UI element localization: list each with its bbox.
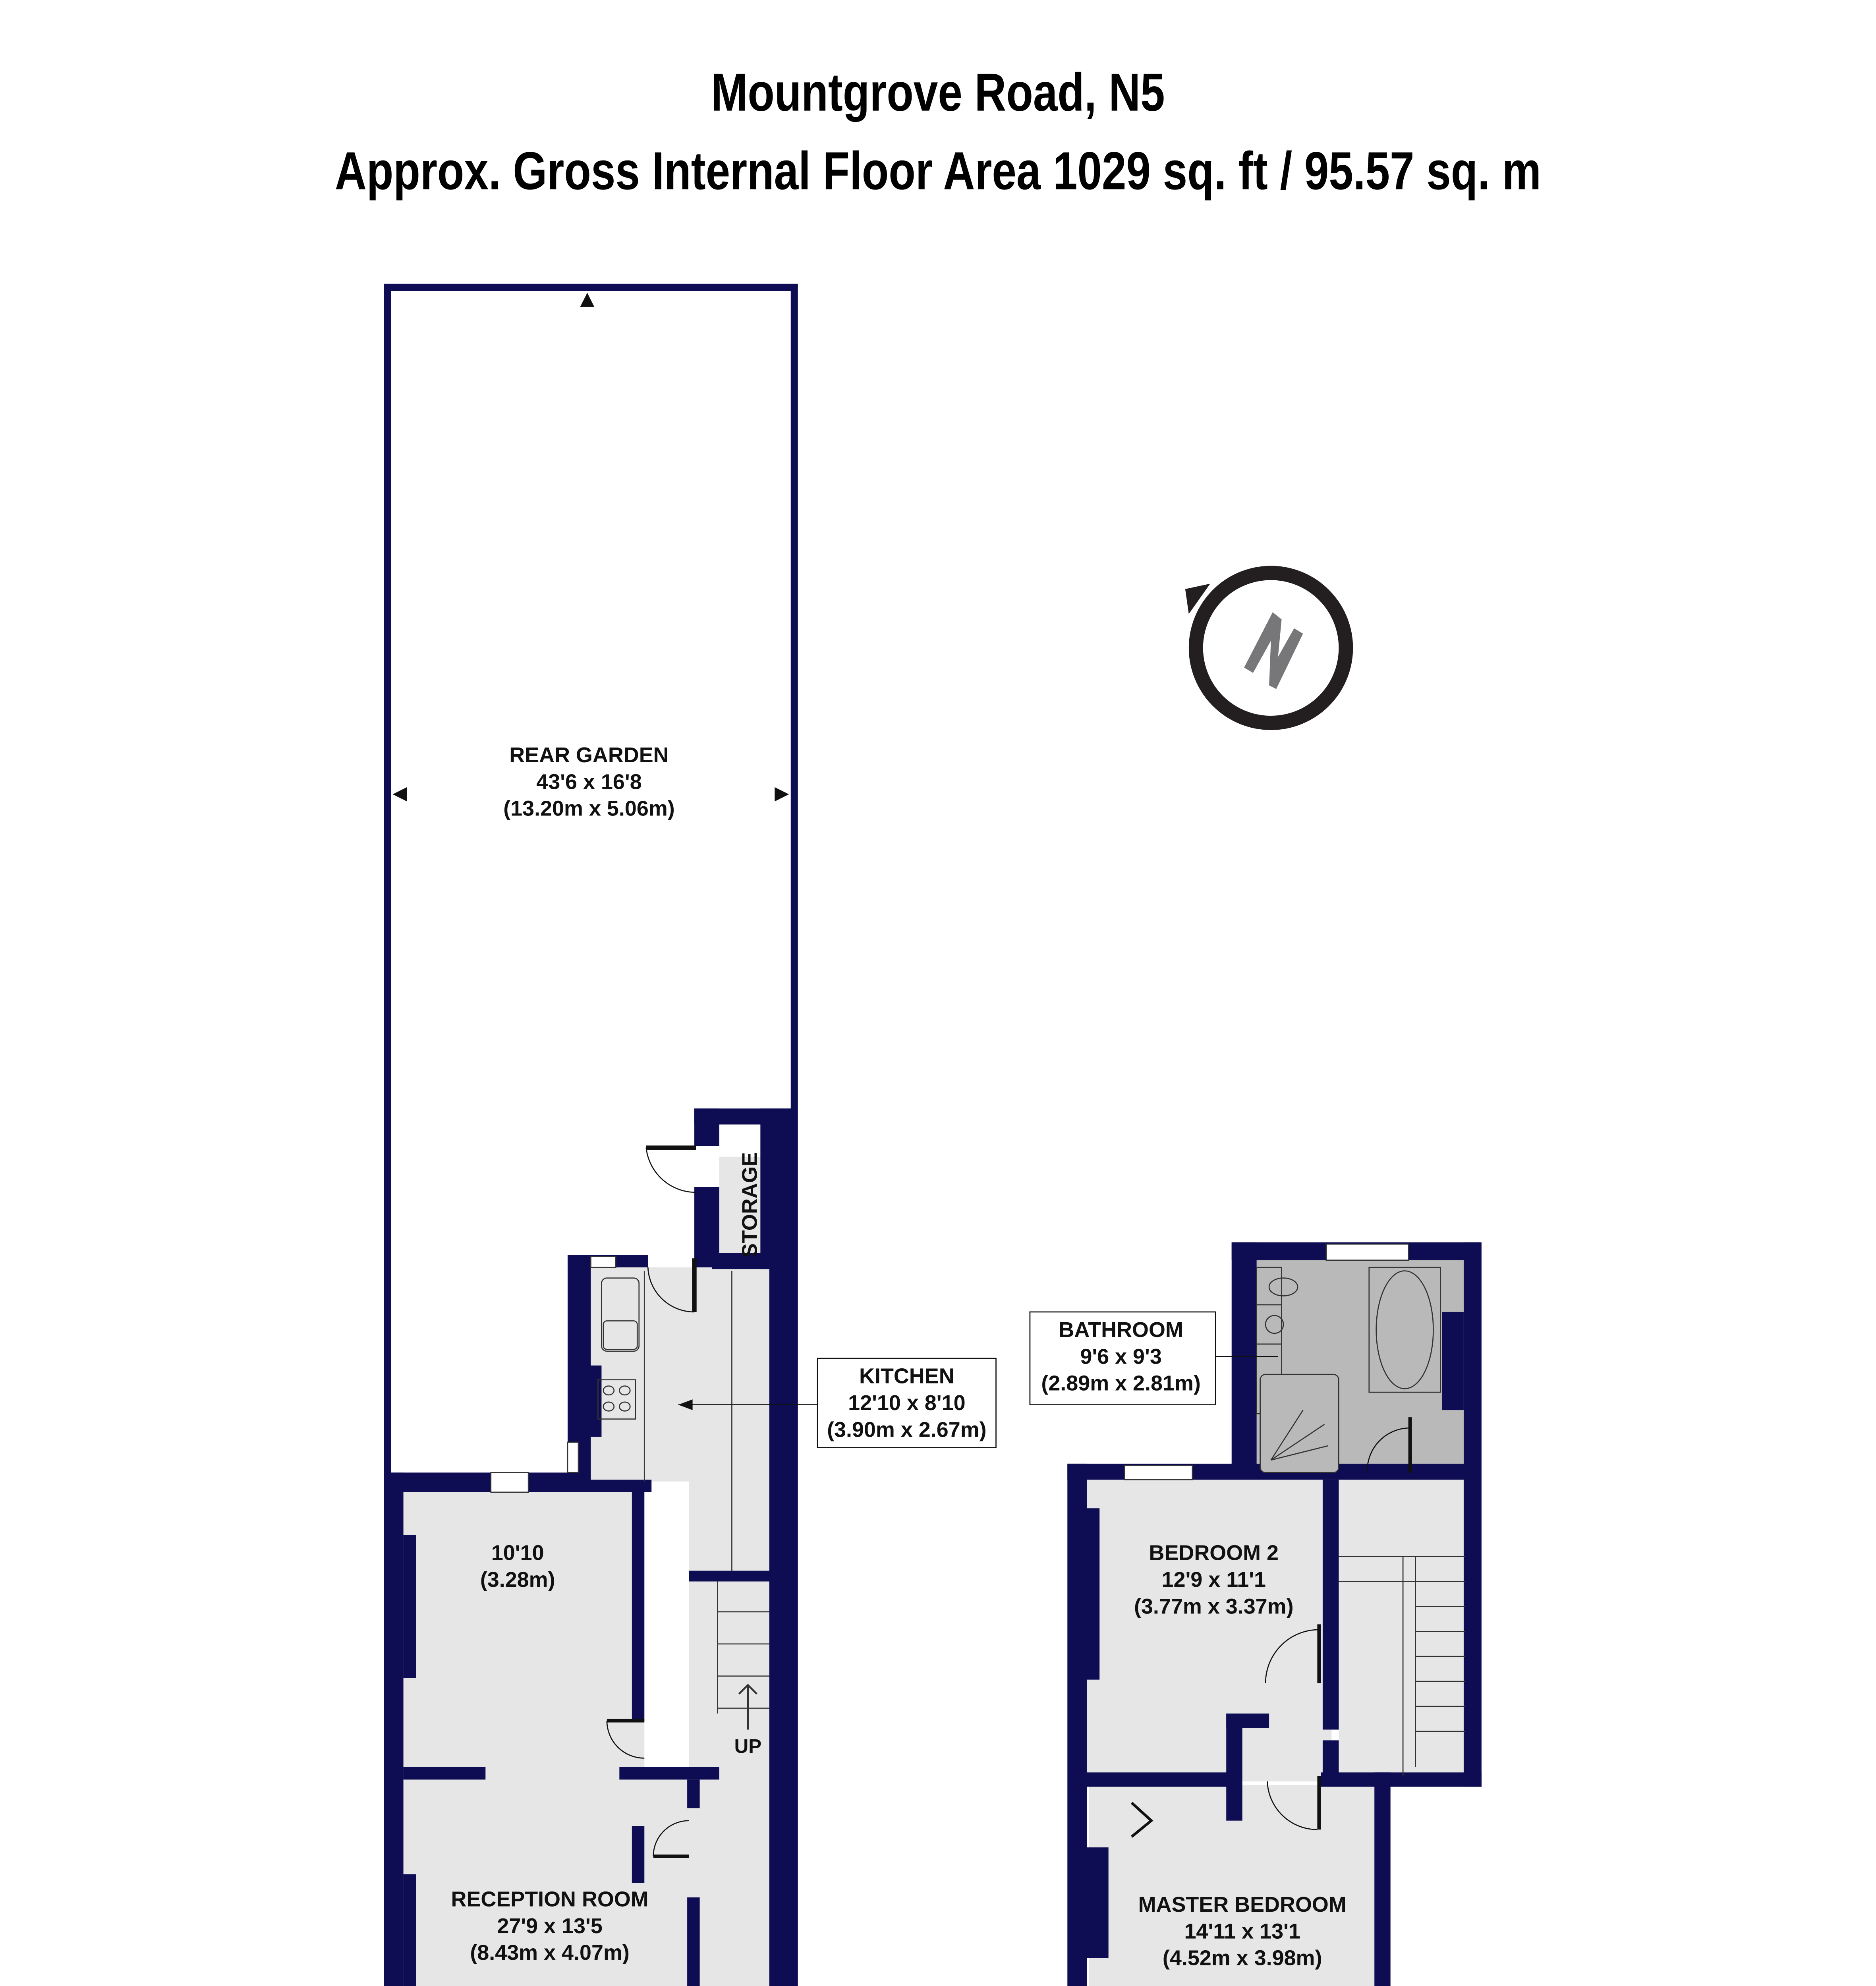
room-label-master-bedroom: MASTER BEDROOM xyxy=(1138,1893,1347,1916)
room-dim-kitchen: 12'10 x 8'10 xyxy=(848,1391,965,1415)
ground-floor-plan: REAR GARDEN 43'6 x 16'8 (13.20m x 5.06m)… xyxy=(384,284,997,1986)
room-metric-bedroom-2: (3.77m x 3.37m) xyxy=(1134,1594,1294,1618)
ground-floor-stairs xyxy=(717,1581,769,1730)
north-arrow-icon xyxy=(1185,566,1353,730)
ground-floor-rooms xyxy=(403,1156,784,1986)
room-label-storage: STORAGE xyxy=(738,1152,761,1258)
room-label-kitchen: KITCHEN xyxy=(859,1364,954,1388)
bathroom-fittings xyxy=(1256,1267,1441,1473)
basin-icon xyxy=(1265,1315,1284,1334)
stairs-up-label: UP xyxy=(734,1735,762,1757)
room-dim-rear-garden: 43'6 x 16'8 xyxy=(536,770,641,794)
room-metric-rear-garden: (13.20m x 5.06m) xyxy=(503,797,675,821)
kitchen-label-box: KITCHEN 12'10 x 8'10 (3.90m x 2.67m) xyxy=(817,1358,997,1448)
room-dim-bedroom-2: 12'9 x 11'1 xyxy=(1162,1568,1266,1592)
room-metric-bathroom: (2.89m x 2.81m) xyxy=(1041,1372,1201,1395)
first-floor-stairs xyxy=(1339,1556,1466,1776)
room-dim-master-bedroom: 14'11 x 13'1 xyxy=(1184,1919,1300,1943)
first-floor-plan: BATHROOM 9'6 x 9'3 (2.89m x 2.81m) BEDRO… xyxy=(1029,1242,1482,1986)
room-metric-reception: (8.43m x 4.07m) xyxy=(470,1941,630,1965)
rear-garden xyxy=(384,284,798,1986)
toilet-icon xyxy=(1268,1277,1298,1296)
first-floor-doors xyxy=(1130,1417,1412,1838)
room-dim-bathroom: 9'6 x 9'3 xyxy=(1080,1345,1162,1368)
page-subtitle: Approx. Gross Internal Floor Area 1029 s… xyxy=(335,143,1541,202)
room-dim-middle-room: 10'10 xyxy=(491,1541,544,1565)
bath-icon xyxy=(1376,1270,1434,1389)
room-dim-reception: 27'9 x 13'5 xyxy=(497,1914,602,1938)
ground-floor-doors xyxy=(606,1145,697,1858)
page-title: Mountgrove Road, N5 xyxy=(711,64,1165,124)
room-metric-master-bedroom: (4.52m x 3.98m) xyxy=(1163,1946,1322,1970)
room-label-bedroom-2: BEDROOM 2 xyxy=(1149,1541,1279,1565)
room-label-rear-garden: REAR GARDEN xyxy=(509,743,668,767)
hob-icon xyxy=(597,1379,636,1420)
sink-icon xyxy=(601,1277,640,1352)
first-floor-windows xyxy=(1124,1243,1409,1480)
room-label-bathroom: BATHROOM xyxy=(1059,1318,1183,1342)
first-floor-walls xyxy=(1067,1242,1482,1986)
room-label-reception: RECEPTION ROOM xyxy=(451,1887,649,1911)
room-metric-middle-room: (3.28m) xyxy=(480,1568,555,1592)
room-metric-kitchen: (3.90m x 2.67m) xyxy=(827,1418,987,1442)
kitchen-fittings xyxy=(597,1271,732,1571)
bathroom-label-box: BATHROOM 9'6 x 9'3 (2.89m x 2.81m) xyxy=(1029,1311,1216,1405)
ground-floor-windows xyxy=(490,1256,616,1493)
